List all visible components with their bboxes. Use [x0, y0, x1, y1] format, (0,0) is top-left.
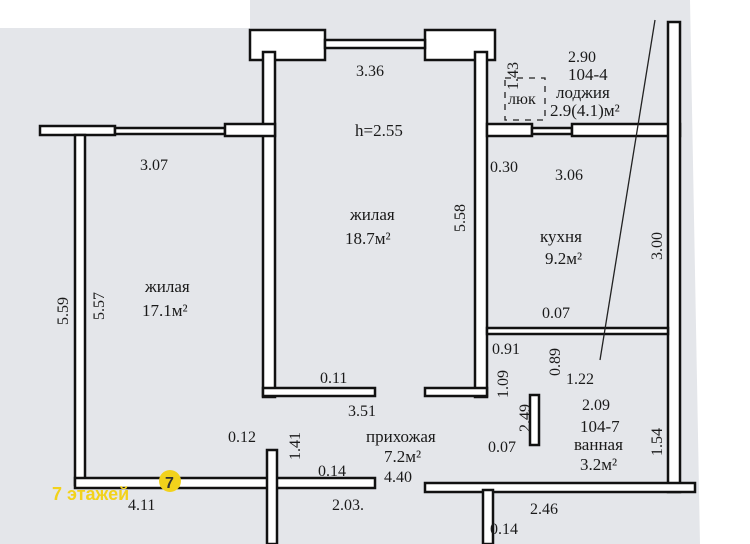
dim: 0.91	[492, 341, 520, 358]
dim: 5.59	[55, 297, 72, 325]
dim: 0.14	[318, 463, 346, 480]
dim: 1.43	[505, 62, 522, 90]
dim: 2.90	[568, 49, 596, 66]
room-center-name: жилая	[349, 205, 395, 224]
dim: 3.36	[356, 63, 384, 80]
room-labels: h=2.55 жилая 17.1м² жилая 18.7м² кухня 9…	[142, 65, 623, 474]
dim: 4.11	[128, 497, 155, 514]
dim: 1.54	[649, 428, 666, 456]
bath-area: 3.2м²	[580, 455, 617, 474]
walls	[38, 19, 697, 544]
dimension-labels: 3.36 2.90 1.43 3.07 0.30 3.06 5.58 3.00 …	[55, 49, 666, 538]
dim: 0.07	[542, 305, 570, 322]
ceiling-height: h=2.55	[355, 121, 403, 140]
dim: 1.41	[287, 432, 304, 460]
hall-area: 7.2м²	[384, 447, 421, 466]
hatch-label: люк	[508, 91, 536, 108]
dim: 4.40	[384, 469, 412, 486]
floors-badge: 7 этажей 7	[52, 470, 181, 504]
bath-name: ванная	[574, 435, 623, 454]
dim: 1.09	[495, 370, 512, 398]
dim: 0.89	[547, 348, 564, 376]
room-center-area: 18.7м²	[345, 229, 391, 248]
dim: 5.58	[452, 204, 469, 232]
bath-code: 104-7	[580, 417, 620, 436]
dim: 1.22	[566, 371, 594, 388]
loggia-code: 104-4	[568, 65, 608, 84]
dim: 0.12	[228, 429, 256, 446]
dim: 2.03.	[332, 497, 364, 514]
hall-name: прихожая	[366, 427, 436, 446]
kitchen-area: 9.2м²	[545, 249, 582, 268]
loggia-area: 2.9(4.1)м²	[550, 101, 620, 120]
dim: 0.11	[320, 370, 347, 387]
dim: 0.30	[490, 159, 518, 176]
diagonal-line	[599, 19, 656, 361]
dim: 2.49	[517, 404, 534, 432]
floor-number-circle	[159, 470, 181, 492]
loggia-name: лоджия	[556, 83, 610, 102]
dim: 3.00	[649, 232, 666, 260]
dim: 3.07	[140, 157, 168, 174]
kitchen-name: кухня	[540, 227, 582, 246]
hatch-outline	[504, 77, 546, 121]
dim: 2.46	[530, 501, 558, 518]
dim: 0.14	[490, 521, 518, 538]
dim: 2.09	[582, 397, 610, 414]
dim: 3.51	[348, 403, 376, 420]
floor-number: 7	[165, 475, 174, 492]
dim: 3.06	[555, 167, 583, 184]
room-left-area: 17.1м²	[142, 301, 188, 320]
floors-text: 7 этажей	[52, 484, 129, 504]
dim: 0.07	[488, 439, 516, 456]
room-left-name: жилая	[144, 277, 190, 296]
dim: 5.57	[91, 292, 108, 320]
